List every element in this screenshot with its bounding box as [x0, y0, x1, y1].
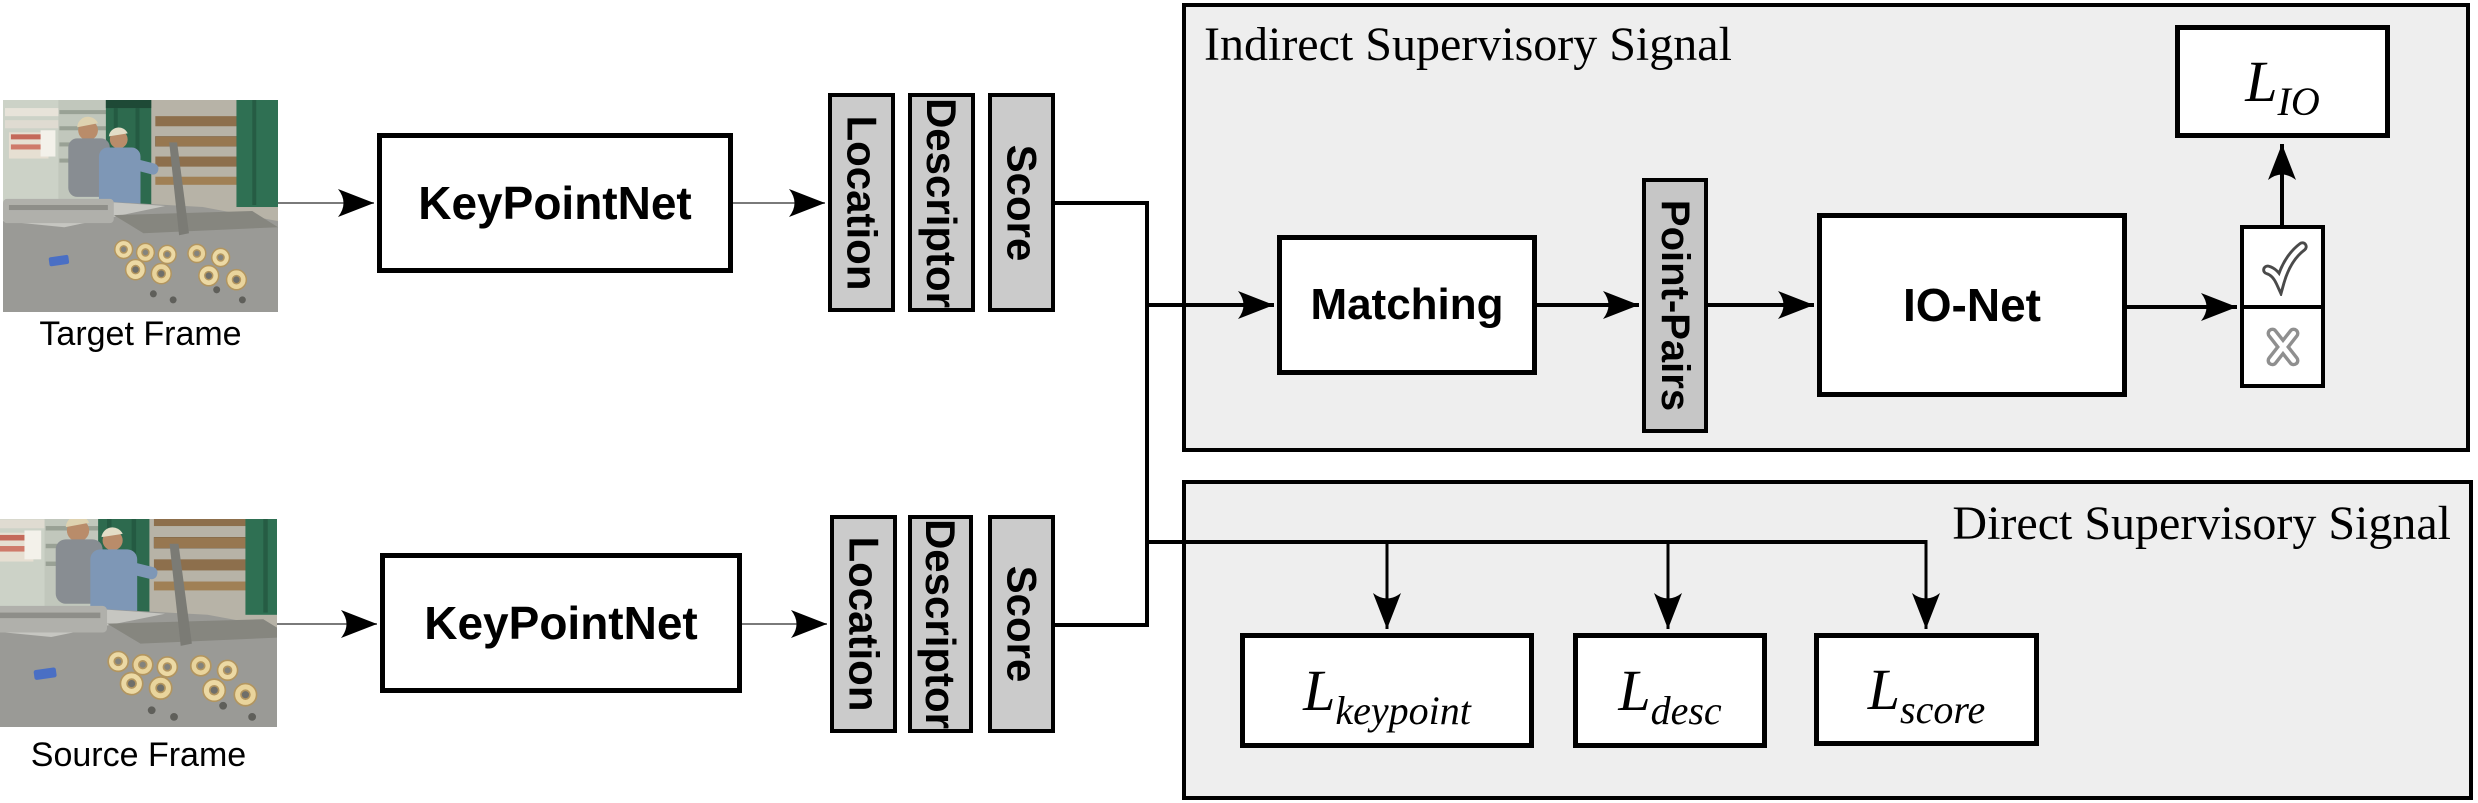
target-frame-label: Target Frame — [39, 315, 242, 353]
indirect-panel-title: Indirect Supervisory Signal — [1204, 18, 1732, 71]
descriptor-box-bottom: Descriptor — [908, 515, 973, 733]
score-box-bottom: Score — [988, 515, 1055, 733]
keypointnet-box-bottom: KeyPointNet — [380, 553, 742, 693]
inlier-cell — [2244, 229, 2321, 309]
score-label-top: Score — [998, 144, 1046, 261]
io-net-label: IO-Net — [1903, 279, 2041, 331]
keypointnet-box-top: KeyPointNet — [377, 133, 733, 273]
direct-panel-title: Direct Supervisory Signal — [1952, 497, 2451, 550]
loss-keypoint-label: Lkeypoint — [1303, 658, 1471, 733]
score-label-bottom: Score — [998, 565, 1046, 683]
point-pairs-box: Point-Pairs — [1642, 178, 1708, 433]
keypointnet-label-bottom: KeyPointNet — [424, 597, 698, 649]
loss-desc-label: Ldesc — [1618, 658, 1722, 733]
loss-score-box: Lscore — [1814, 633, 2039, 746]
score-box-top: Score — [988, 93, 1055, 312]
location-label-top: Location — [838, 115, 886, 290]
check-icon — [2261, 241, 2308, 296]
descriptor-label-top: Descriptor — [918, 97, 966, 308]
point-pairs-label: Point-Pairs — [1653, 199, 1698, 412]
matching-box: Matching — [1277, 235, 1537, 375]
matching-label: Matching — [1310, 280, 1504, 329]
loss-io-label: LIO — [2245, 49, 2320, 124]
location-label-bottom: Location — [840, 536, 888, 712]
loss-desc-box: Ldesc — [1573, 633, 1767, 748]
bakery-photo-target — [3, 100, 278, 312]
loss-io-box: LIO — [2175, 25, 2390, 138]
cross-icon — [2266, 327, 2299, 367]
inlier-outlier-box — [2240, 225, 2325, 388]
descriptor-label-bottom: Descriptor — [917, 518, 965, 730]
source-frame-label: Source Frame — [30, 736, 247, 774]
target-frame-photo — [3, 100, 278, 312]
bakery-photo-source — [0, 519, 277, 727]
io-net-box: IO-Net — [1817, 213, 2127, 397]
source-frame-photo — [0, 519, 277, 727]
loss-keypoint-box: Lkeypoint — [1240, 633, 1534, 748]
descriptor-box-top: Descriptor — [908, 93, 975, 312]
location-box-bottom: Location — [830, 515, 897, 733]
connector-score-top-out — [1055, 201, 1149, 627]
outlier-cell — [2244, 309, 2321, 385]
keypointnet-label-top: KeyPointNet — [418, 177, 692, 229]
location-box-top: Location — [828, 93, 895, 312]
loss-score-label: Lscore — [1867, 657, 1986, 732]
